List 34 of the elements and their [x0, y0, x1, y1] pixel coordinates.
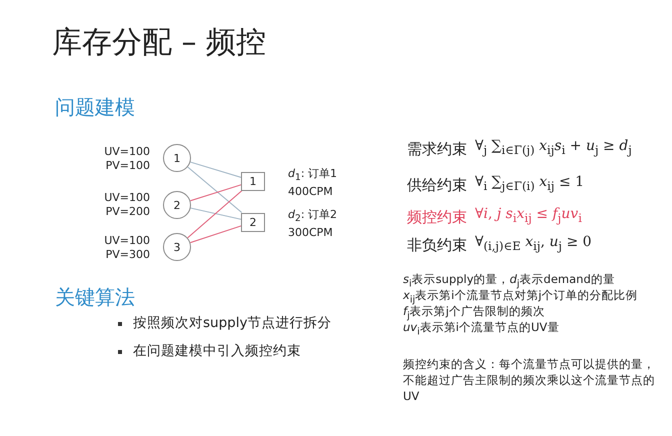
note-text: s$_{i}$表示supply的量，d$_{j}$表示demand的量 [403, 272, 615, 290]
note-text: uv$_{i}$表示第i个流量节点的UV量 [403, 320, 560, 338]
order-label: d$_{2}$: 订单2 300CPM [288, 208, 338, 240]
constraint-name: 需求约束 [407, 140, 467, 159]
note-text: x$_{ij}$表示第i个流量节点对第j个订单的分配比例 [403, 288, 638, 306]
note-text: f$_{j}$表示第j个广告限制的频次 [403, 304, 545, 322]
connector-line [187, 166, 242, 213]
traffic-label: UV=100 PV=200 [103, 191, 150, 219]
section-heading: 关键算法 [55, 284, 135, 311]
section-heading: 问题建模 [55, 94, 135, 121]
note-paragraph: 频控约束的含义：每个流量节点可以提供的量，不能超过广告主限制的频次乘以这个流量节点的UV [403, 356, 656, 404]
connector-line [190, 225, 242, 244]
constraint-formula: ∀$_{(i,j)∈E}$ x$_{ij}$, u$_{j}$ ≥ 0 [475, 234, 592, 253]
connector-line [190, 208, 242, 220]
slide-title: 库存分配 – 频控 [52, 24, 266, 62]
traffic-label: UV=100 PV=100 [103, 145, 150, 173]
constraint-name: 供给约束 [407, 176, 467, 195]
constraint-formula: ∀i, j s$_{i}$x$_{ij}$ ≤ f$_{j}$uv$_{i}$ [475, 206, 582, 225]
constraint-formula: ∀$_{j}$ ∑$_{i∈Γ(j)}$ x$_{ij}$s$_{i}$ + u$_{j}$ ≥ d$_{j}$ [475, 138, 632, 157]
constraint-formula: ∀$_{i}$ ∑$_{j∈Γ(i)}$ x$_{ij}$ ≤ 1 [475, 174, 584, 193]
demand-box: 1 [241, 172, 265, 190]
connector-line [190, 162, 242, 178]
supply-circle: 1 [163, 144, 191, 172]
demand-box: 2 [241, 212, 265, 232]
bullet-item: 按照频次对supply节点进行拆分 [133, 314, 332, 332]
bullet-item: 在问题建模中引入频控约束 [133, 342, 301, 360]
traffic-label: UV=100 PV=300 [103, 234, 150, 262]
order-label: d$_{1}$: 订单1 400CPM [288, 167, 338, 200]
supply-circle: 3 [163, 233, 191, 261]
connector-line [190, 184, 242, 202]
connector-line [187, 190, 243, 238]
supply-circle: 2 [163, 191, 191, 219]
constraint-name: 非负约束 [407, 236, 467, 255]
constraint-name: 频控约束 [407, 208, 467, 227]
